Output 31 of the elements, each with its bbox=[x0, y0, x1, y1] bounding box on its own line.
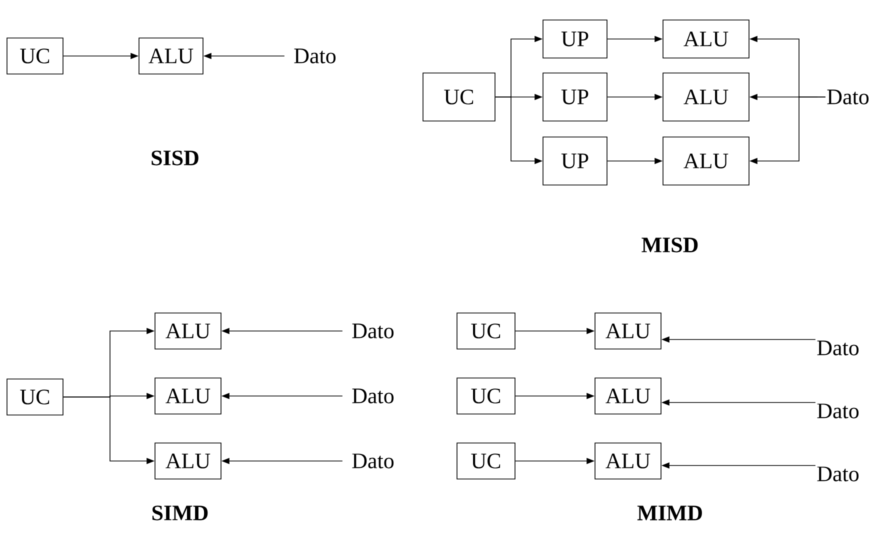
unit-box: UP bbox=[542, 20, 608, 58]
panel-title: SIMD bbox=[152, 506, 208, 520]
data-label: Dato bbox=[352, 388, 394, 404]
data-label: Dato bbox=[827, 90, 869, 104]
unit-box: UP bbox=[542, 72, 608, 122]
unit-box: UC bbox=[422, 72, 496, 122]
unit-box: ALU bbox=[154, 312, 222, 350]
data-label: Dato bbox=[817, 404, 859, 418]
unit-box: ALU bbox=[662, 20, 750, 58]
data-label: Dato bbox=[817, 340, 859, 356]
unit-box: ALU bbox=[662, 136, 750, 186]
data-label: Dato bbox=[817, 466, 859, 482]
unit-box: ALU bbox=[594, 442, 662, 480]
data-label: Dato bbox=[352, 324, 394, 338]
unit-box: ALU bbox=[594, 312, 662, 350]
unit-box: UC bbox=[456, 442, 516, 480]
data-label: Dato bbox=[352, 454, 394, 468]
unit-box: UC bbox=[456, 312, 516, 350]
unit-box: UC bbox=[456, 378, 516, 414]
panel-title: MISD bbox=[642, 238, 698, 252]
data-label: Dato bbox=[294, 48, 336, 64]
panel-title: MIMD bbox=[637, 506, 702, 520]
panel-title: SISD bbox=[152, 150, 198, 166]
unit-box: ALU bbox=[154, 442, 222, 480]
unit-box: UP bbox=[542, 136, 608, 186]
unit-box: UC bbox=[6, 38, 64, 74]
unit-box: UC bbox=[6, 378, 64, 416]
unit-box: ALU bbox=[662, 72, 750, 122]
unit-box: ALU bbox=[154, 378, 222, 414]
unit-box: ALU bbox=[138, 38, 204, 74]
unit-box: ALU bbox=[594, 378, 662, 414]
